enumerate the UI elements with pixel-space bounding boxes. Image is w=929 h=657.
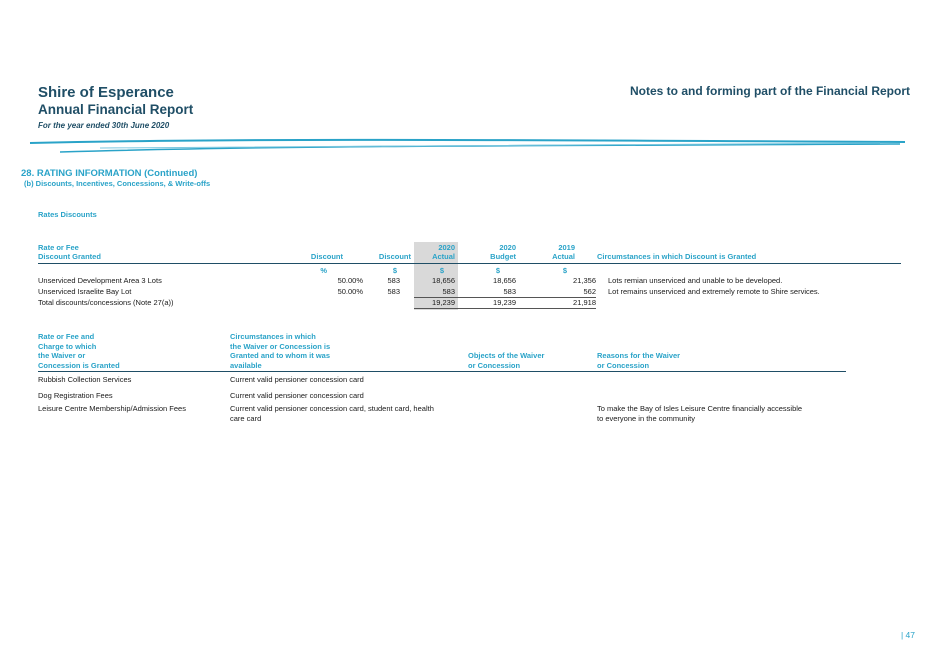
discount-row-actual-2019: 21,356 [573,276,596,285]
notes-heading: Notes to and forming part of the Financi… [629,84,910,98]
waiver-row-circumstances: Current valid pensioner concession card [230,391,364,400]
waiver-col3-header-line: or Concession [468,360,521,370]
waiver-circ-line: care card [230,413,262,423]
section-title: 28. RATING INFORMATION (Continued) [21,168,198,179]
discount-total-actual-2019: 21,918 [573,298,596,307]
waiver-col3-header-line: Objects of the Waiver [468,351,545,360]
actual-2020-shading [414,242,458,310]
discount-row-actual-2020: 583 [442,287,455,296]
discount-row-budget-2020: 583 [503,287,516,296]
rates-discounts-heading: Rates Discounts [38,210,97,219]
waiver-col3-header: Objects of the Waiver or Concession [468,351,544,370]
waiver-row-name: Rubbish Collection Services [38,375,132,384]
unit-b2020: $ [495,266,500,275]
col-discount-amt-header: Discount [378,252,411,261]
discount-row-actual-2020: 18,656 [432,276,455,285]
waiver-row-name: Dog Registration Fees [38,391,113,400]
waiver-col2-header-line: Circumstances in which [230,332,316,341]
waiver-col1-header-line: the Waiver or [38,351,86,360]
page-number: | 47 [900,630,915,640]
waiver-row-name: Leisure Centre Membership/Admission Fees [38,404,186,413]
waiver-col2-header-line: the Waiver or Concession is [230,341,331,351]
waiver-col4-header-line: or Concession [597,360,650,370]
col-budget-2020-year: 2020 [499,243,516,252]
discount-row-circumstances: Lots remian unserviced and unable to be … [608,276,783,285]
waiver-col2-header-line: Granted and to whom it was [230,351,331,360]
discount-row-circumstances: Lot remains unserviced and extremely rem… [608,287,820,296]
waiver-row-circumstances: Current valid pensioner concession card [230,375,364,384]
waiver-col1-header-line: Rate or Fee and [38,332,95,341]
col-actual-2019-year: 2019 [558,243,575,252]
unit-amt: $ [392,266,397,275]
waiver-col2-header: Circumstances in which the Waiver or Con… [230,332,330,370]
waiver-col2-header-line: available [230,360,262,370]
unit-a2020: $ [439,266,444,275]
report-title: Annual Financial Report [38,102,194,117]
waiver-col1-header: Rate or Fee and Charge to which the Waiv… [38,332,120,370]
waiver-col4-header: Reasons for the Waiver or Concession [597,351,680,370]
discount-row-amt: 583 [387,276,400,285]
section-subtitle: (b) Discounts, Incentives, Concessions, … [24,179,211,188]
discount-row-pct: 50.00% [337,276,363,285]
discount-row-name: Unserviced Development Area 3 Lots [38,276,162,285]
org-title: Shire of Esperance [38,84,174,101]
total-rule-top [414,297,596,298]
waiver-col4-header-line: Reasons for the Waiver [597,351,681,360]
discount-row-pct: 50.00% [337,287,363,296]
col-actual-2020-label: Actual [432,252,455,261]
waiver-row-reasons: To make the Bay of Isles Leisure Centre … [597,404,802,423]
col-circumstances-header: Circumstances in which Discount is Grant… [597,252,757,261]
col-actual-2019-label: Actual [552,252,575,261]
waiver-reason-line: to everyone in the community [597,413,695,423]
waiver-header-rule [38,371,846,372]
discount-total-label: Total discounts/concessions (Note 27(a)) [38,298,174,307]
col-rate-header-1: Rate or Fee [38,243,79,252]
waiver-reason-line: To make the Bay of Isles Leisure Centre … [597,404,803,413]
col-actual-2020-year: 2020 [438,243,455,252]
unit-a2019: $ [562,266,567,275]
report-period: For the year ended 30th June 2020 [38,121,170,130]
discount-row-actual-2019: 562 [583,287,596,296]
discount-total-actual-2020: 19,239 [432,298,455,307]
col-discount-pct-header: Discount [310,252,343,261]
waiver-row-circumstances: Current valid pensioner concession card,… [230,404,434,423]
waiver-col1-header-line: Concession is Granted [38,360,120,370]
col-budget-2020-label: Budget [490,252,516,261]
waiver-circ-line: Current valid pensioner concession card,… [230,404,434,413]
col-rate-header-2: Discount Granted [38,252,101,261]
discount-row-budget-2020: 18,656 [493,276,516,285]
discount-total-budget-2020: 19,239 [493,298,516,307]
waiver-col1-header-line: Charge to which [38,341,97,351]
header-swoosh-divider [29,138,906,153]
rates-header-rule [38,263,901,264]
discount-row-name: Unserviced Israelite Bay Lot [38,287,132,296]
discount-row-amt: 583 [387,287,400,296]
total-rule-bottom [414,308,596,309]
unit-pct: % [320,266,327,275]
